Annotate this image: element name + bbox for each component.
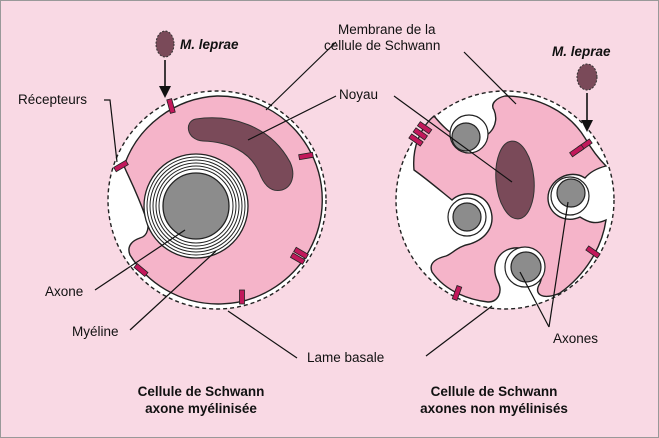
axon-right-1	[449, 114, 489, 154]
label-pathogen-left: M. leprae	[180, 37, 239, 52]
leader-lines	[94, 41, 569, 359]
axon-right-4	[504, 246, 546, 288]
receptor	[451, 285, 463, 301]
axon-right-3	[550, 176, 590, 216]
label-basal-lamina: Lame basale	[307, 350, 384, 365]
receptor	[585, 245, 601, 259]
label-receptors: Récepteurs	[18, 92, 87, 107]
caption-right-line2: axones non myélinisés	[420, 401, 568, 416]
label-myelin: Myéline	[72, 324, 119, 339]
receptor	[113, 159, 129, 173]
caption-left-line2: axone myélinisée	[145, 401, 257, 416]
label-membrane-line1: Membrane de la	[338, 22, 436, 37]
axon-right-2	[447, 197, 487, 237]
receptor	[239, 289, 245, 305]
label-axons: Axones	[553, 331, 598, 346]
unmyelinated-schwann-cell	[395, 90, 615, 310]
label-pathogen-right: M. leprae	[552, 44, 611, 59]
nucleus-left	[187, 117, 294, 192]
receptor	[298, 151, 314, 161]
arrow-right-head	[581, 120, 593, 132]
label-membrane-line2: cellule de Schwann	[324, 38, 440, 53]
nucleus-right	[495, 140, 535, 220]
arrow-left-head	[159, 86, 171, 98]
receptor	[166, 98, 176, 114]
bacterium-right	[576, 63, 598, 91]
bacterium-left	[155, 30, 175, 58]
receptor	[569, 138, 593, 158]
receptor	[133, 263, 149, 277]
receptor	[408, 121, 433, 147]
label-nucleus: Noyau	[339, 87, 378, 102]
receptor	[289, 246, 309, 265]
myelinated-schwann-cell	[107, 90, 327, 310]
label-axon: Axone	[45, 284, 83, 299]
axon-left	[162, 172, 230, 240]
caption-right-line1: Cellule de Schwann	[431, 384, 558, 399]
caption-left-line1: Cellule de Schwann	[138, 384, 265, 399]
